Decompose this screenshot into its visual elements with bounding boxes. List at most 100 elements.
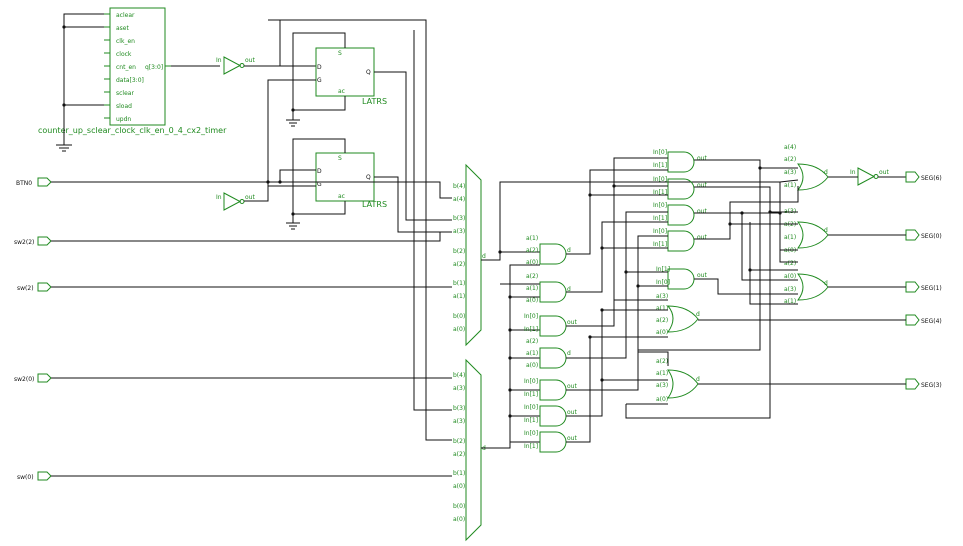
svg-text:a(3): a(3) xyxy=(453,385,465,392)
svg-text:d: d xyxy=(567,350,571,357)
svg-text:In[1]: In[1] xyxy=(653,189,667,196)
svg-text:d: d xyxy=(567,286,571,293)
svg-text:a(0): a(0) xyxy=(453,483,465,490)
svg-text:a(0): a(0) xyxy=(656,396,668,403)
svg-text:b(3): b(3) xyxy=(453,215,465,222)
svg-text:a(0): a(0) xyxy=(526,362,538,369)
svg-text:b(0): b(0) xyxy=(453,503,465,510)
or-gates-middle: a(3) a(1) a(2) a(0) d a(2) a(1) a(3) a(0… xyxy=(656,293,700,403)
svg-text:d: d xyxy=(567,247,571,254)
counter-block: aclear aset clk_en clock cnt_en data[3:0… xyxy=(38,7,227,152)
latch-1-ac: ac xyxy=(338,88,345,95)
svg-text:In[0]: In[0] xyxy=(653,228,667,235)
latch-2-ac: ac xyxy=(338,193,345,200)
latch-2: S D G Q ac LATRS xyxy=(315,152,387,209)
svg-text:In[0]: In[0] xyxy=(524,378,538,385)
inverter-1-out: out xyxy=(245,57,255,64)
interconnect-wiring xyxy=(566,157,799,443)
inverter-2: In out xyxy=(216,79,316,211)
pin-q: q[3:0] xyxy=(145,64,163,71)
svg-text:SEG(0): SEG(0) xyxy=(921,233,942,240)
output-port-seg3: SEG(3) xyxy=(698,378,942,390)
inverter-3: In out xyxy=(828,167,906,186)
latch-2-s: S xyxy=(338,155,342,162)
pin-sclear: sclear xyxy=(116,90,134,97)
svg-text:In[1]: In[1] xyxy=(653,215,667,222)
svg-text:a(3): a(3) xyxy=(453,418,465,425)
svg-text:a(2): a(2) xyxy=(784,156,796,163)
svg-text:out: out xyxy=(567,319,577,326)
svg-text:a(1): a(1) xyxy=(784,234,796,241)
svg-text:a(1): a(1) xyxy=(784,298,796,305)
svg-text:In[0]: In[0] xyxy=(653,176,667,183)
svg-text:a(2): a(2) xyxy=(656,317,668,324)
latch-2-d: D xyxy=(317,168,322,175)
svg-text:d: d xyxy=(824,169,828,176)
svg-text:sw2(2): sw2(2) xyxy=(14,239,34,246)
and-gates-left: a(1) a(2) a(0) d a(2) a(1) a(0) d In[0] … xyxy=(524,235,577,453)
output-port-seg6: SEG(6) xyxy=(905,171,942,183)
svg-text:a(0): a(0) xyxy=(453,326,465,333)
svg-text:out: out xyxy=(697,208,707,215)
svg-text:a(0): a(0) xyxy=(526,259,538,266)
pin-aclear: aclear xyxy=(116,12,135,19)
svg-text:a(2): a(2) xyxy=(526,273,538,280)
input-port-sw2-0: sw2(0) xyxy=(14,373,452,383)
input-ports: BTN0 sw2(2) sw(2) sw2(0) sw(0) xyxy=(14,177,452,481)
svg-text:BTN0: BTN0 xyxy=(16,180,32,187)
pin-clk-en: clk_en xyxy=(116,38,135,45)
svg-text:a(0): a(0) xyxy=(526,297,538,304)
output-port-seg4: SEG(4) xyxy=(698,314,942,326)
output-port-seg0: SEG(0) xyxy=(828,229,942,241)
svg-text:SEG(6): SEG(6) xyxy=(921,175,942,182)
input-port-btn0: BTN0 xyxy=(16,177,452,199)
inverter-1-in: In xyxy=(216,57,222,64)
svg-text:In[0]: In[0] xyxy=(653,149,667,156)
svg-text:out: out xyxy=(697,234,707,241)
svg-text:a(1): a(1) xyxy=(656,305,668,312)
pin-data: data[3:0] xyxy=(116,77,144,84)
svg-text:In[0]: In[0] xyxy=(524,313,538,320)
pin-aset: aset xyxy=(116,25,129,32)
mux-1: b(4) a(4) b(3) a(3) b(2) a(2) b(1) a(1) … xyxy=(453,163,486,347)
latch-wiring xyxy=(267,19,452,441)
svg-text:b(4): b(4) xyxy=(453,372,465,379)
svg-text:In[1]: In[1] xyxy=(656,266,670,273)
svg-text:out: out xyxy=(567,435,577,442)
latch-2-g: G xyxy=(317,181,322,188)
svg-text:out: out xyxy=(567,383,577,390)
latch-1-s: S xyxy=(338,50,342,57)
svg-text:In[0]: In[0] xyxy=(653,202,667,209)
svg-text:In[1]: In[1] xyxy=(524,326,538,333)
inverter-2-in: In xyxy=(216,194,222,201)
svg-text:out: out xyxy=(697,182,707,189)
input-port-sw2-2: sw2(2) xyxy=(14,232,441,246)
svg-text:sw2(0): sw2(0) xyxy=(14,376,34,383)
svg-text:b(2): b(2) xyxy=(453,438,465,445)
svg-text:d: d xyxy=(696,311,700,318)
pin-cnt-en: cnt_en xyxy=(116,64,136,71)
svg-text:a(0): a(0) xyxy=(453,516,465,523)
pin-updn: updn xyxy=(116,116,131,123)
input-port-sw-2: sw(2) xyxy=(17,282,452,292)
svg-text:out: out xyxy=(697,272,707,279)
svg-text:d: d xyxy=(824,280,828,287)
svg-text:a(2): a(2) xyxy=(453,261,465,268)
svg-text:a(3): a(3) xyxy=(656,293,668,300)
svg-text:d: d xyxy=(482,253,486,260)
svg-text:In[1]: In[1] xyxy=(524,417,538,424)
counter-name: counter_up_sclear_clock_clk_en_0_4_cx2_t… xyxy=(38,126,227,135)
latch-1-d: D xyxy=(317,64,322,71)
latch-2-label: LATRS xyxy=(362,200,387,209)
svg-text:In: In xyxy=(850,169,856,176)
inverter-2-out: out xyxy=(245,194,255,201)
svg-text:d: d xyxy=(824,227,828,234)
svg-text:a(2): a(2) xyxy=(656,358,668,365)
output-ports: SEG(6) SEG(0) SEG(1) SEG(4) SEG(3) xyxy=(698,171,942,390)
svg-text:a(3): a(3) xyxy=(784,169,796,176)
latch-1: S D G Q ac LATRS xyxy=(315,47,387,106)
and-gates-middle: In[0] In[1] out In[0] In[1] out In[0] In… xyxy=(653,149,707,290)
counter-pin-labels: aclear aset clk_en clock cnt_en data[3:0… xyxy=(116,12,163,123)
svg-text:d: d xyxy=(696,376,700,383)
